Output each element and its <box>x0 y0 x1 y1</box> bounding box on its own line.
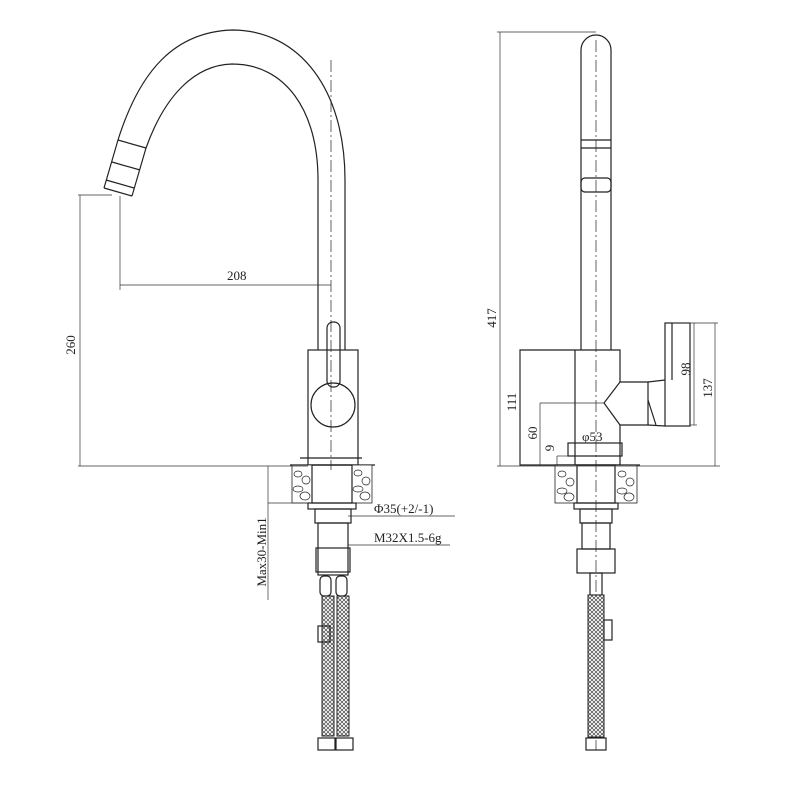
lever-hub <box>310 382 356 428</box>
front-view: 208 260 Φ35(+2/-1) M32X1.5-6g Max30-Min1 <box>63 29 455 751</box>
side-supply-hose <box>587 594 605 738</box>
side-body <box>519 349 649 466</box>
faucet-body <box>307 349 359 466</box>
side-dimensions <box>497 31 720 467</box>
spray-head <box>103 139 147 197</box>
spout-height-label: 260 <box>63 335 78 355</box>
body-height-label: 111 <box>504 393 519 412</box>
handle-top-height-label: 137 <box>700 378 715 398</box>
lever-handle <box>326 321 341 388</box>
base-height-label: 9 <box>542 445 557 452</box>
countertop-section <box>291 464 373 504</box>
base-diameter-label: φ53 <box>582 429 603 444</box>
front-dimensions <box>78 194 455 600</box>
handle-axis-height-label: 60 <box>525 427 540 440</box>
handle-length-label: 98 <box>678 363 693 376</box>
side-spout <box>580 34 612 350</box>
total-height-label: 417 <box>484 308 499 328</box>
supply-hose-right <box>336 595 350 737</box>
side-base-ring <box>567 442 623 457</box>
supply-hose-left <box>321 595 335 737</box>
side-view: 417 111 60 9 φ53 98 137 <box>484 31 720 751</box>
side-countertop-section <box>554 464 638 504</box>
hole-diameter-label: Φ35(+2/-1) <box>374 501 433 516</box>
spout-reach-label: 208 <box>227 268 247 283</box>
spout-outer <box>103 29 346 350</box>
countertop-thickness-label: Max30-Min1 <box>254 517 269 586</box>
thread-label: M32X1.5-6g <box>374 530 442 545</box>
spout-inner <box>131 63 319 350</box>
